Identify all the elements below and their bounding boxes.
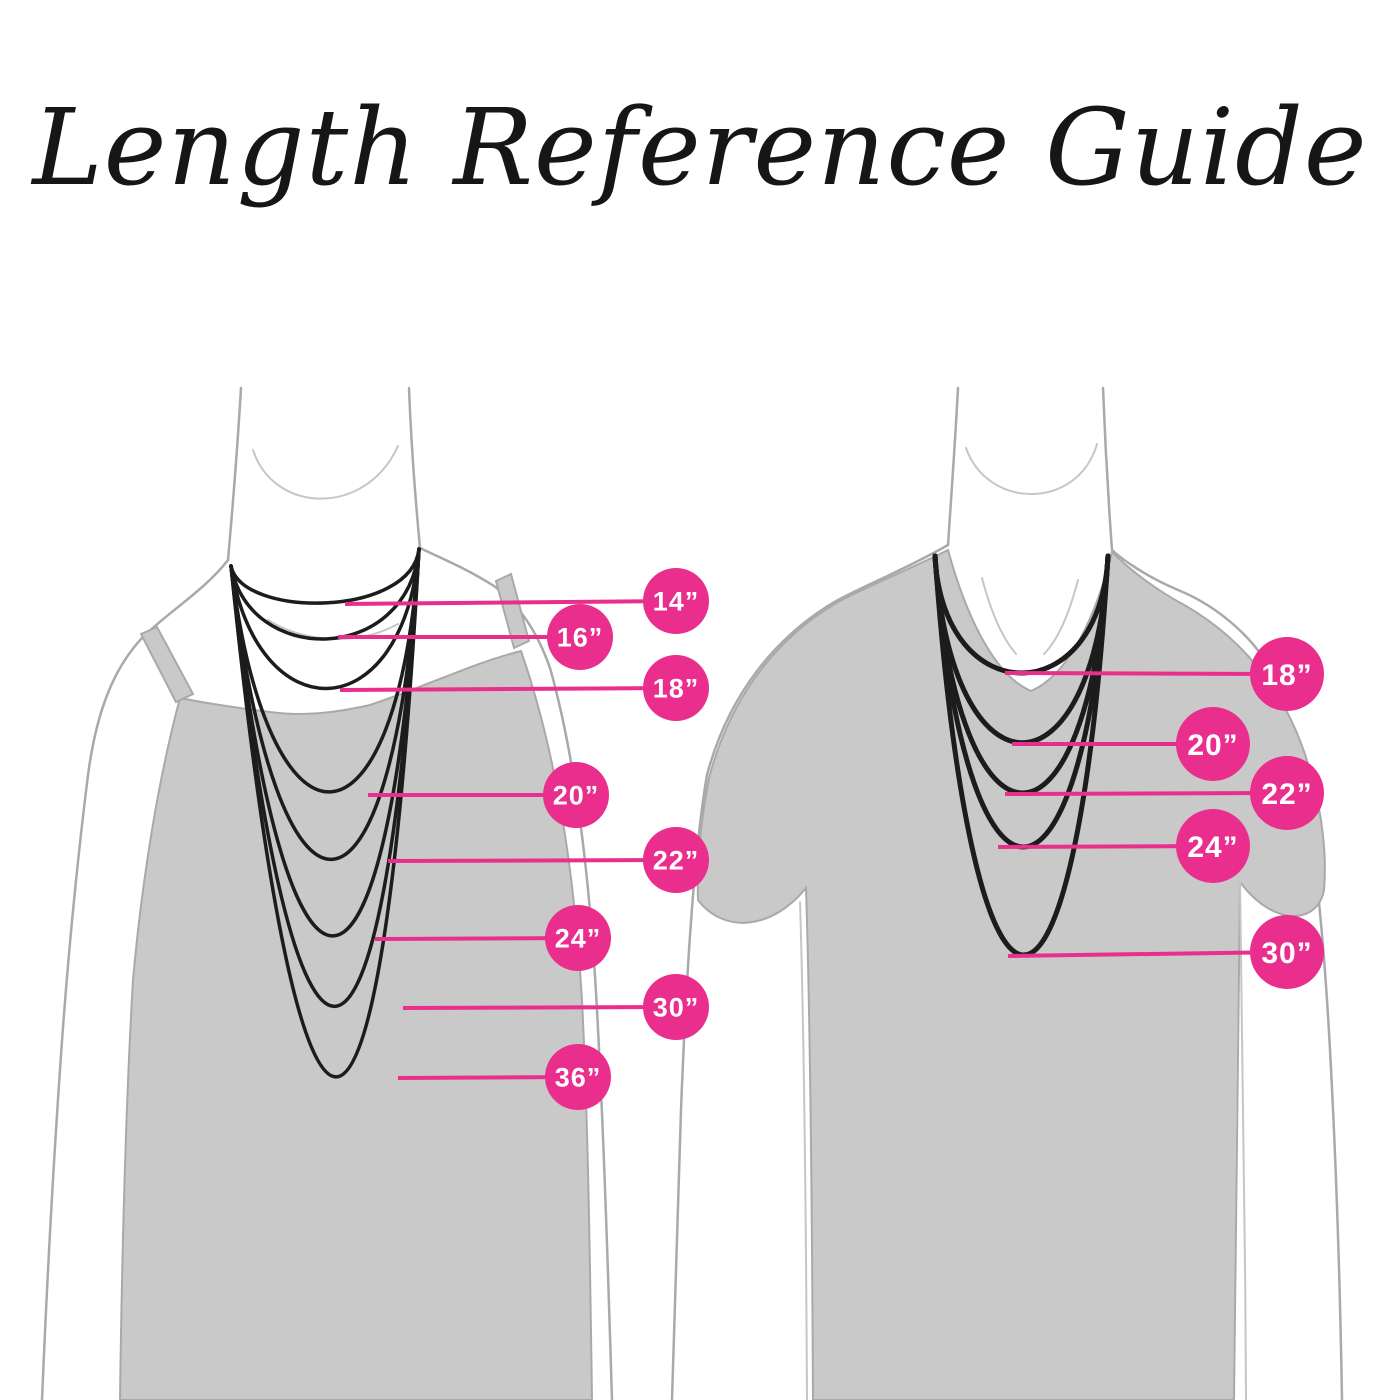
necklace-arc: [229, 547, 421, 862]
necklace-arc: [229, 547, 421, 605]
length-badge-label: 18”: [1261, 659, 1312, 692]
length-badge-label: 30”: [1261, 937, 1312, 970]
page-title: Length Reference Guide: [32, 86, 1368, 209]
necklace-arc: [229, 547, 421, 938]
callout-line: [344, 599, 677, 606]
length-badge: [1176, 707, 1250, 781]
length-badge: [545, 1044, 611, 1110]
left-figure-annotations: 14” 16” 18” 20” 22” 24” 30” 36”: [229, 547, 709, 1110]
right-neck-tendon-left: [981, 577, 1017, 655]
right-neck-line: [946, 386, 960, 547]
necklace-arc: [229, 547, 421, 1009]
right-figure-annotations: 18” 20” 22” 24” 30”: [932, 553, 1324, 989]
right-neck-tendon-right: [1043, 579, 1079, 655]
length-badge-label: 16”: [557, 623, 604, 653]
length-badge: [545, 905, 611, 971]
callout-line: [1007, 950, 1288, 958]
callout-line: [1004, 791, 1288, 796]
length-badge-label: 36”: [555, 1063, 602, 1093]
necklace-arc: [229, 547, 421, 641]
length-badge-label: 22”: [1261, 778, 1312, 811]
figure-right-torso: [670, 386, 1344, 1400]
length-badge-label: 24”: [555, 924, 602, 954]
callout-line: [387, 858, 677, 863]
left-jaw-line: [252, 445, 399, 500]
length-badge: [1250, 637, 1324, 711]
callout-line: [339, 686, 677, 692]
right-jaw-line: [965, 443, 1098, 495]
length-badge: [643, 827, 709, 893]
length-badge-label: 20”: [1187, 729, 1238, 762]
length-badge: [1250, 756, 1324, 830]
length-badge-label: 18”: [653, 674, 700, 704]
left-neck-line-right: [407, 386, 422, 550]
length-badge: [643, 974, 709, 1040]
length-badge: [1250, 915, 1324, 989]
length-badge-label: 14”: [653, 587, 700, 617]
right-arm-inner-line-right: [1239, 877, 1247, 1400]
left-neck-line: [226, 386, 243, 562]
necklace-arc: [229, 547, 421, 1079]
camisole-strap-right: [494, 572, 531, 650]
callout-line: [402, 1005, 677, 1010]
length-badge: [543, 762, 609, 828]
right-arm-inner-line-left: [799, 901, 808, 1400]
length-badge: [1176, 809, 1250, 883]
length-badge-label: 20”: [553, 781, 600, 811]
callout-line: [374, 936, 579, 941]
length-badge-label: 30”: [653, 993, 700, 1023]
camisole-strap-left: [139, 625, 195, 704]
length-badge-label: 24”: [1187, 831, 1238, 864]
figure-left-torso: [40, 386, 614, 1400]
length-badge: [547, 604, 613, 670]
necklace-arc: [229, 547, 421, 691]
length-badge-label: 22”: [653, 846, 700, 876]
callout-line: [1004, 671, 1288, 676]
right-shoulder-arm-line-left: [670, 543, 950, 1400]
right-neck-line-right: [1101, 386, 1114, 552]
length-badge: [643, 568, 709, 634]
length-badge: [643, 655, 709, 721]
necklace-arc: [229, 547, 421, 794]
camisole: [118, 649, 594, 1400]
